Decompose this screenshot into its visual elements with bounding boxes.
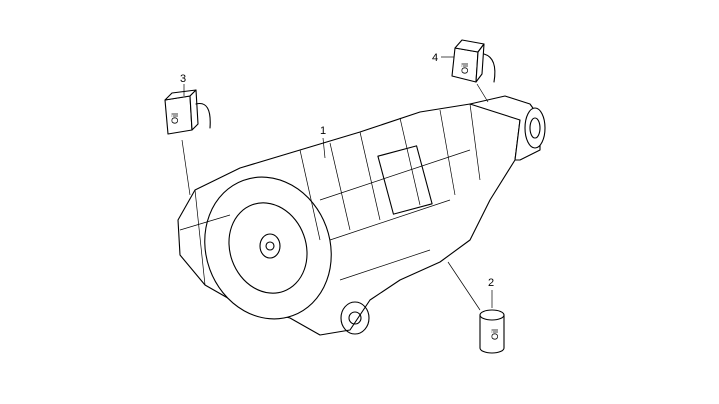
oil-canister-4: Oil	[451, 39, 496, 83]
oil-canister-3: Oil	[164, 89, 211, 135]
can-2-oil-text: Oil	[490, 329, 500, 340]
callout-2: 2	[488, 277, 494, 289]
transmission-assembly	[177, 95, 546, 336]
can-3-oil-text: Oil	[170, 113, 180, 124]
callout-1: 1	[320, 125, 326, 137]
leader-lines	[181, 56, 493, 311]
callout-3: 3	[180, 73, 186, 85]
can-4-oil-text: Oil	[460, 63, 470, 74]
callout-4: 4	[432, 52, 438, 64]
oil-can-2: Oil	[479, 309, 505, 354]
